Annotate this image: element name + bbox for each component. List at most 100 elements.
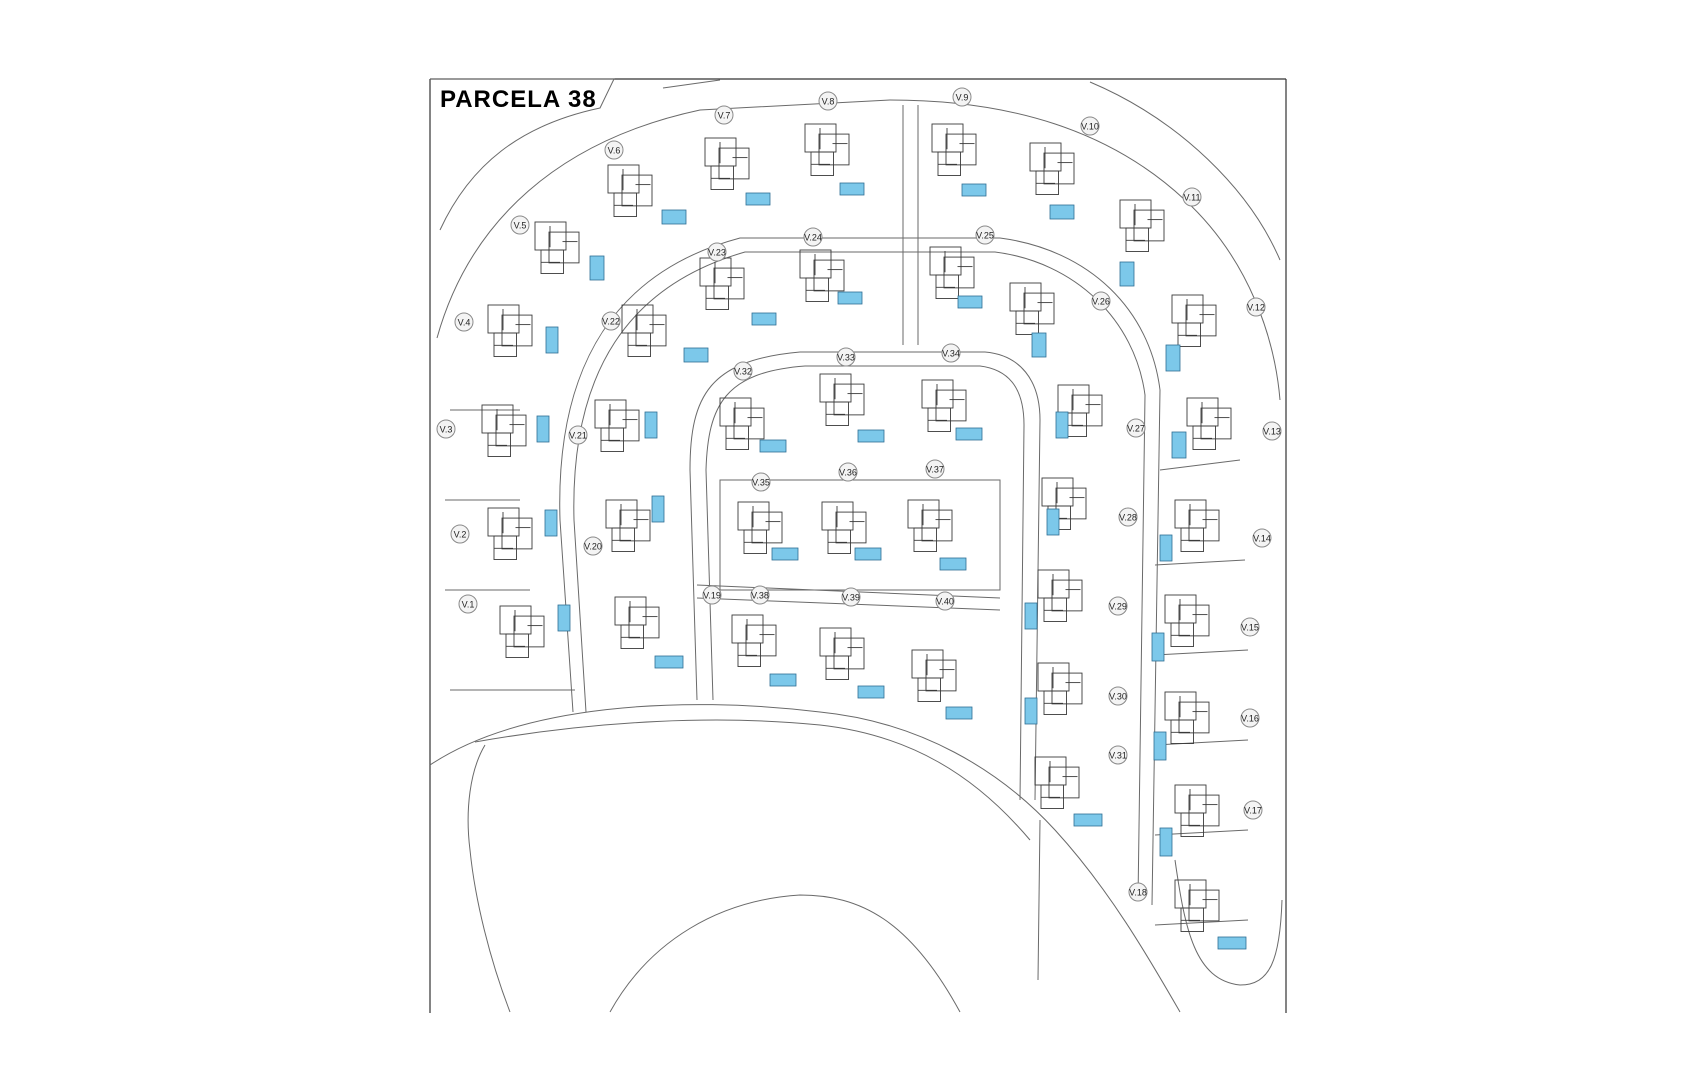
pool <box>1031 332 1047 358</box>
ring-road-inner <box>689 351 1041 801</box>
house-footprint <box>704 137 750 190</box>
plot-v4[interactable]: V.4 <box>454 304 559 357</box>
plot-v40[interactable]: V.40 <box>911 591 973 720</box>
plot-label-marker <box>818 91 838 111</box>
house-footprint <box>1029 142 1075 195</box>
plot-label-marker <box>838 462 858 482</box>
house-footprint <box>1037 569 1083 622</box>
plot-v8[interactable]: V.8 <box>804 91 865 196</box>
house-footprint <box>719 397 765 450</box>
pool <box>961 183 987 197</box>
plot-label-marker <box>1262 421 1282 441</box>
title-block-edge <box>430 78 615 231</box>
plot-label-marker <box>1246 297 1266 317</box>
plot-v23[interactable]: V.23 <box>699 242 777 326</box>
plot-label: V.37 <box>926 465 944 475</box>
plot-label: V.38 <box>751 591 769 601</box>
plot-v11[interactable]: V.11 <box>1119 187 1202 287</box>
plot-v30[interactable]: V.30 <box>1024 662 1128 725</box>
plot-v6[interactable]: V.6 <box>604 140 687 225</box>
plot-v22[interactable]: V.22 <box>601 304 709 363</box>
plot-v7[interactable]: V.7 <box>704 105 771 206</box>
pool <box>1217 936 1247 950</box>
plot-label: V.12 <box>1247 303 1265 313</box>
pool <box>1151 632 1165 662</box>
main-road-edge-2 <box>474 719 1031 841</box>
plot-v26[interactable]: V.26 <box>1009 282 1111 358</box>
plot-v21[interactable]: V.21 <box>568 399 658 452</box>
plot-label-marker <box>1128 882 1148 902</box>
pool <box>857 685 885 699</box>
plot-v36[interactable]: V.36 <box>821 462 882 561</box>
house-footprint <box>799 249 845 302</box>
plot-v27[interactable]: V.27 <box>1055 384 1146 439</box>
plot-v5[interactable]: V.5 <box>510 215 605 281</box>
inner-block-loop <box>719 479 1001 591</box>
plot-label-marker <box>510 215 530 235</box>
plot-label-marker <box>450 524 470 544</box>
plot-v24[interactable]: V.24 <box>799 227 863 305</box>
plot-label: V.34 <box>942 349 960 359</box>
plot-v2[interactable]: V.2 <box>450 507 558 560</box>
plot-v18[interactable]: V.18 <box>1128 879 1247 950</box>
plot-label-marker <box>604 140 624 160</box>
plot-v9[interactable]: V.9 <box>931 87 987 197</box>
plot-label-marker <box>925 459 945 479</box>
plot-label: V.23 <box>708 248 726 258</box>
house-footprint <box>929 246 975 299</box>
plot-v1[interactable]: V.1 <box>458 594 571 658</box>
plot-v3[interactable]: V.3 <box>436 404 550 457</box>
plot-label-marker <box>1108 745 1128 765</box>
house-footprint <box>607 164 653 217</box>
plot-v39[interactable]: V.39 <box>819 587 885 699</box>
pool <box>1119 261 1135 287</box>
plot-v16[interactable]: V.16 <box>1153 691 1260 761</box>
plot-v19[interactable]: V.19 <box>614 585 722 669</box>
house-footprint <box>911 649 957 702</box>
plot-v37[interactable]: V.37 <box>907 459 967 571</box>
plot-label: V.9 <box>956 93 969 103</box>
pool <box>939 557 967 571</box>
plot-v20[interactable]: V.20 <box>583 495 665 556</box>
plot-label: V.18 <box>1129 888 1147 898</box>
plot-label: V.10 <box>1081 122 1099 132</box>
house-footprint <box>1174 879 1220 932</box>
house-footprint <box>487 507 533 560</box>
house-footprint <box>1174 499 1220 552</box>
plot-v29[interactable]: V.29 <box>1024 569 1128 630</box>
pool <box>854 547 882 561</box>
plot-v12[interactable]: V.12 <box>1165 294 1266 372</box>
plot-v38[interactable]: V.38 <box>731 585 797 687</box>
plot-label: V.29 <box>1109 602 1127 612</box>
road-network <box>429 78 1283 1013</box>
house-footprint <box>534 221 580 274</box>
house-footprint <box>487 304 533 357</box>
plot-v15[interactable]: V.15 <box>1151 594 1260 662</box>
house-footprint <box>819 373 865 426</box>
plot-v34[interactable]: V.34 <box>921 343 983 441</box>
plot-v10[interactable]: V.10 <box>1029 116 1100 220</box>
pool <box>1024 697 1038 725</box>
plot-label: V.15 <box>1241 623 1259 633</box>
plot-label: V.36 <box>839 468 857 478</box>
plot-v28[interactable]: V.28 <box>1041 477 1138 536</box>
plot-label-marker <box>941 343 961 363</box>
house-footprint <box>499 605 545 658</box>
plot-v33[interactable]: V.33 <box>819 347 885 443</box>
plot-label: V.31 <box>1109 751 1127 761</box>
plot-label: V.16 <box>1241 714 1259 724</box>
plot-label: V.6 <box>608 146 621 156</box>
plot-v25[interactable]: V.25 <box>929 225 995 309</box>
plot-v13[interactable]: V.13 <box>1171 397 1282 459</box>
plot-label-marker <box>1126 418 1146 438</box>
plot-v35[interactable]: V.35 <box>737 472 799 561</box>
plot-v17[interactable]: V.17 <box>1159 784 1263 857</box>
pool <box>651 495 665 523</box>
pool <box>1171 431 1187 459</box>
plot-v31[interactable]: V.31 <box>1034 745 1128 827</box>
pool <box>1055 411 1069 439</box>
cross-road-v <box>902 105 919 345</box>
plot-v32[interactable]: V.32 <box>719 361 787 453</box>
house-footprint <box>1037 662 1083 715</box>
plot-v14[interactable]: V.14 <box>1159 499 1272 562</box>
